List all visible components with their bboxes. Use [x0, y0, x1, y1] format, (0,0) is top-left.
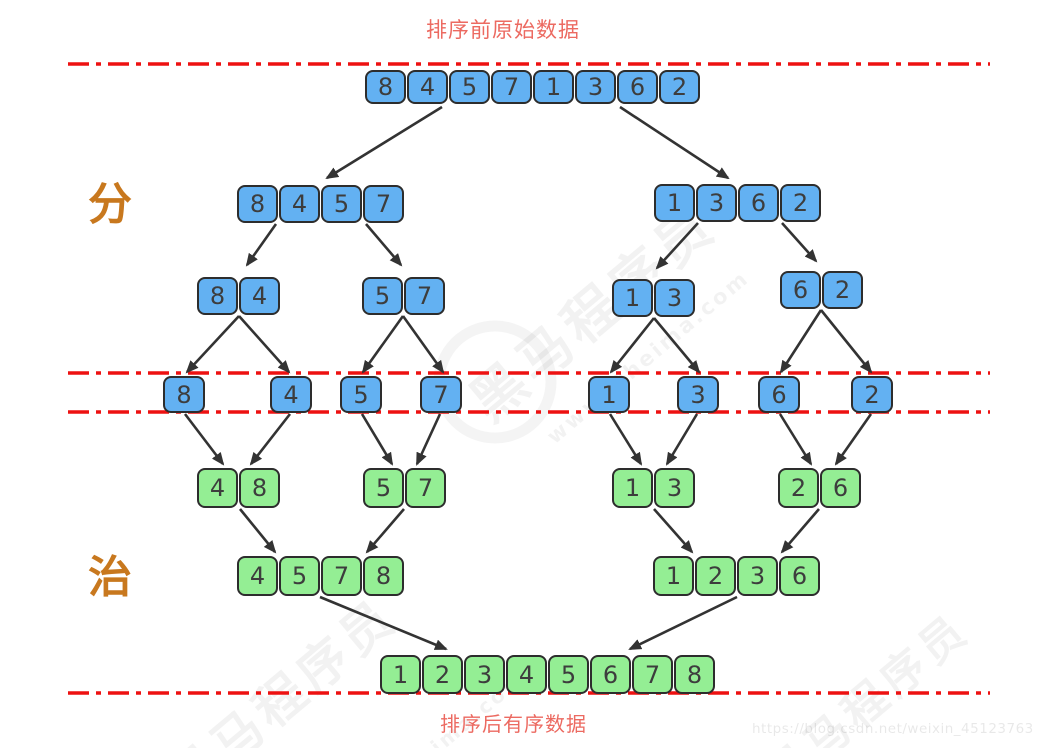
merged-quad-left: 4 5 7 8: [237, 556, 404, 596]
array-cell: 5: [340, 376, 382, 413]
watermark-csdn-url: https://blog.csdn.net/weixin_45123763: [752, 721, 1034, 737]
array-level0: 8 4 5 7 1 3 6 2: [365, 70, 700, 104]
array-cell: 6: [590, 655, 631, 694]
array-cell: 5: [279, 556, 320, 596]
label-conquer: 治: [88, 552, 132, 603]
array-cell: 3: [737, 556, 778, 596]
array-cell: 7: [632, 655, 673, 694]
merged-pair3: 1 3: [612, 468, 695, 508]
array-cell: 7: [420, 376, 462, 413]
single-element: 6: [758, 376, 800, 413]
single-element: 7: [420, 376, 462, 413]
array-cell: 7: [491, 70, 532, 104]
array-level2-pair1: 8 4: [197, 277, 280, 315]
array-cell: 2: [778, 468, 819, 508]
array-cell: 2: [695, 556, 736, 596]
array-cell: 1: [533, 70, 574, 104]
array-level1-right: 1 3 6 2: [654, 184, 821, 222]
array-cell: 5: [363, 468, 404, 508]
array-cell: 1: [653, 556, 694, 596]
array-cell: 8: [363, 556, 404, 596]
array-cell: 1: [654, 184, 695, 222]
array-cell: 8: [674, 655, 715, 694]
array-level1-left: 8 4 5 7: [237, 185, 404, 223]
array-cell: 4: [197, 468, 238, 508]
array-cell: 6: [758, 376, 800, 413]
array-cell: 1: [588, 376, 630, 413]
array-cell: 2: [822, 271, 863, 309]
array-cell: 6: [738, 184, 779, 222]
merged-pair1: 4 8: [197, 468, 280, 508]
single-element: 5: [340, 376, 382, 413]
array-cell: 4: [279, 185, 320, 223]
title-bottom: 排序后有序数据: [440, 712, 587, 736]
array-cell: 5: [548, 655, 589, 694]
array-cell: 2: [659, 70, 700, 104]
title-top: 排序前原始数据: [426, 18, 580, 42]
array-cell: 3: [575, 70, 616, 104]
array-cell: 6: [820, 468, 861, 508]
merged-pair2: 5 7: [363, 468, 446, 508]
array-cell: 1: [380, 655, 421, 694]
array-cell: 3: [464, 655, 505, 694]
array-cell: 3: [654, 279, 695, 317]
array-cell: 8: [197, 277, 238, 315]
array-cell: 6: [617, 70, 658, 104]
array-cell: 4: [506, 655, 547, 694]
array-cell: 8: [163, 376, 205, 413]
array-cell: 5: [449, 70, 490, 104]
array-cell: 4: [237, 556, 278, 596]
array-cell: 8: [365, 70, 406, 104]
array-cell: 4: [239, 277, 280, 315]
single-element: 2: [851, 376, 893, 413]
array-level2-pair3: 1 3: [612, 279, 695, 317]
array-cell: 4: [270, 376, 312, 413]
array-cell: 4: [407, 70, 448, 104]
array-level2-pair4: 6 2: [780, 271, 863, 309]
array-level2-pair2: 5 7: [362, 277, 445, 315]
array-cell: 5: [362, 277, 403, 315]
array-sorted-final: 1 2 3 4 5 6 7 8: [380, 655, 715, 694]
single-element: 8: [163, 376, 205, 413]
array-cell: 7: [363, 185, 404, 223]
single-element: 3: [677, 376, 719, 413]
array-cell: 2: [780, 184, 821, 222]
merged-pair4: 2 6: [778, 468, 861, 508]
array-cell: 3: [696, 184, 737, 222]
array-cell: 8: [239, 468, 280, 508]
array-cell: 6: [780, 271, 821, 309]
array-cell: 8: [237, 185, 278, 223]
array-cell: 7: [321, 556, 362, 596]
array-cell: 1: [612, 279, 653, 317]
array-cell: 7: [404, 277, 445, 315]
array-cell: 5: [321, 185, 362, 223]
array-cell: 3: [677, 376, 719, 413]
single-element: 4: [270, 376, 312, 413]
label-divide: 分: [88, 179, 132, 230]
merged-quad-right: 1 2 3 6: [653, 556, 820, 596]
array-cell: 3: [654, 468, 695, 508]
array-cell: 7: [405, 468, 446, 508]
watermark-brand-bottom-left: 黑马程序员: [156, 586, 409, 748]
single-element: 1: [588, 376, 630, 413]
array-cell: 6: [779, 556, 820, 596]
array-cell: 2: [422, 655, 463, 694]
array-cell: 2: [851, 376, 893, 413]
array-cell: 1: [612, 468, 653, 508]
